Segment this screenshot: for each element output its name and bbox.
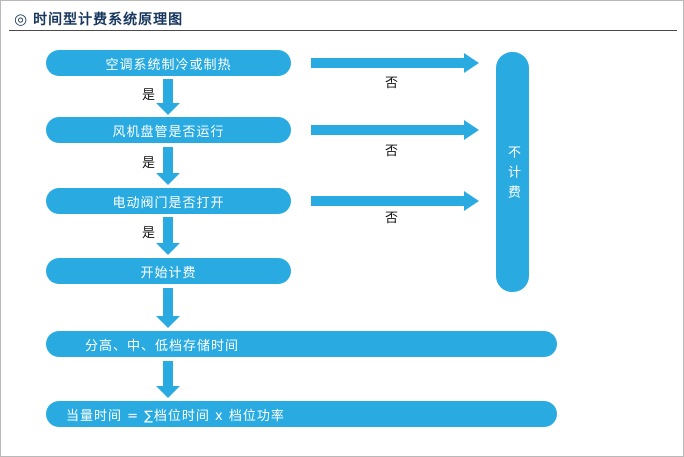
yes-label: 是 <box>142 156 156 171</box>
bullseye-icon: ◎ <box>14 9 28 28</box>
page-title: 时间型计费系统原理图 <box>33 12 184 28</box>
down-arrow-icon <box>156 147 180 185</box>
yes-label: 是 <box>142 88 156 103</box>
yes-label: 是 <box>142 226 156 241</box>
flow-node-store-time: 分高、中、低档存储时间 <box>46 331 557 357</box>
no-label: 否 <box>385 211 399 226</box>
title-divider <box>9 30 677 31</box>
flow-node-start-billing: 开始计费 <box>46 258 291 284</box>
right-arrow-icon <box>311 53 479 73</box>
flow-node-ac-cooling-heating: 空调系统制冷或制热 <box>46 50 291 76</box>
flow-node-equivalent-time: 当量时间 = ∑档位时间 x 档位功率 <box>46 401 557 427</box>
flow-node-fan-coil-running: 风机盘管是否运行 <box>46 117 291 143</box>
down-arrow-icon <box>156 217 180 255</box>
flow-node-valve-open: 电动阀门是否打开 <box>46 188 291 214</box>
flow-node-no-billing: 不计费 <box>496 52 529 292</box>
right-arrow-icon <box>311 120 479 140</box>
right-arrow-icon <box>311 191 479 211</box>
header: ◎ 时间型计费系统原理图 <box>14 9 183 29</box>
down-arrow-icon <box>156 361 180 398</box>
down-arrow-icon <box>156 79 180 115</box>
down-arrow-icon <box>156 288 180 328</box>
no-label: 否 <box>385 144 399 159</box>
no-label: 否 <box>385 76 399 91</box>
